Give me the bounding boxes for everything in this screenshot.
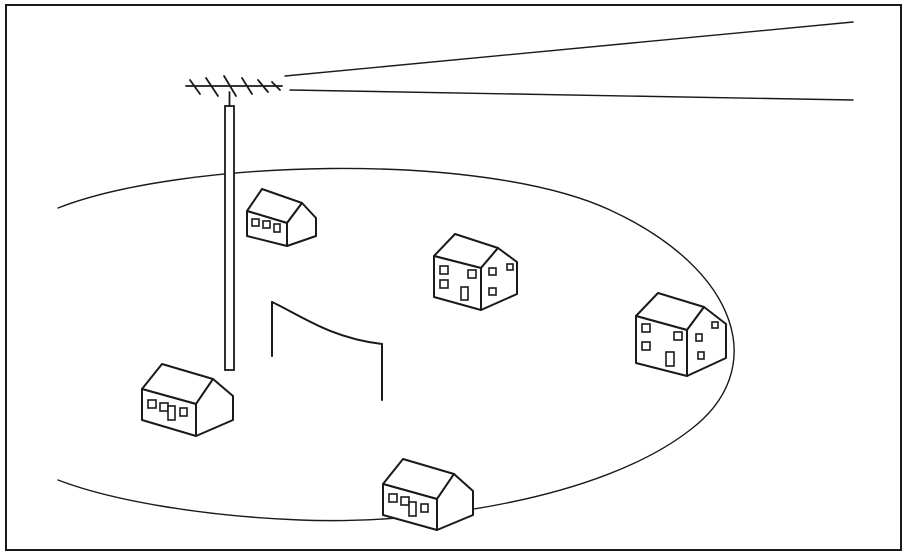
frame <box>5 4 902 551</box>
house <box>635 292 727 377</box>
wire-antenna <box>271 301 383 401</box>
coverage-boundary <box>57 167 735 522</box>
house <box>433 233 518 311</box>
yagi-antenna <box>185 75 283 97</box>
antenna-mast <box>224 91 235 371</box>
house <box>246 188 317 247</box>
house <box>141 363 234 437</box>
signal-beam <box>284 21 854 101</box>
house <box>382 458 474 531</box>
